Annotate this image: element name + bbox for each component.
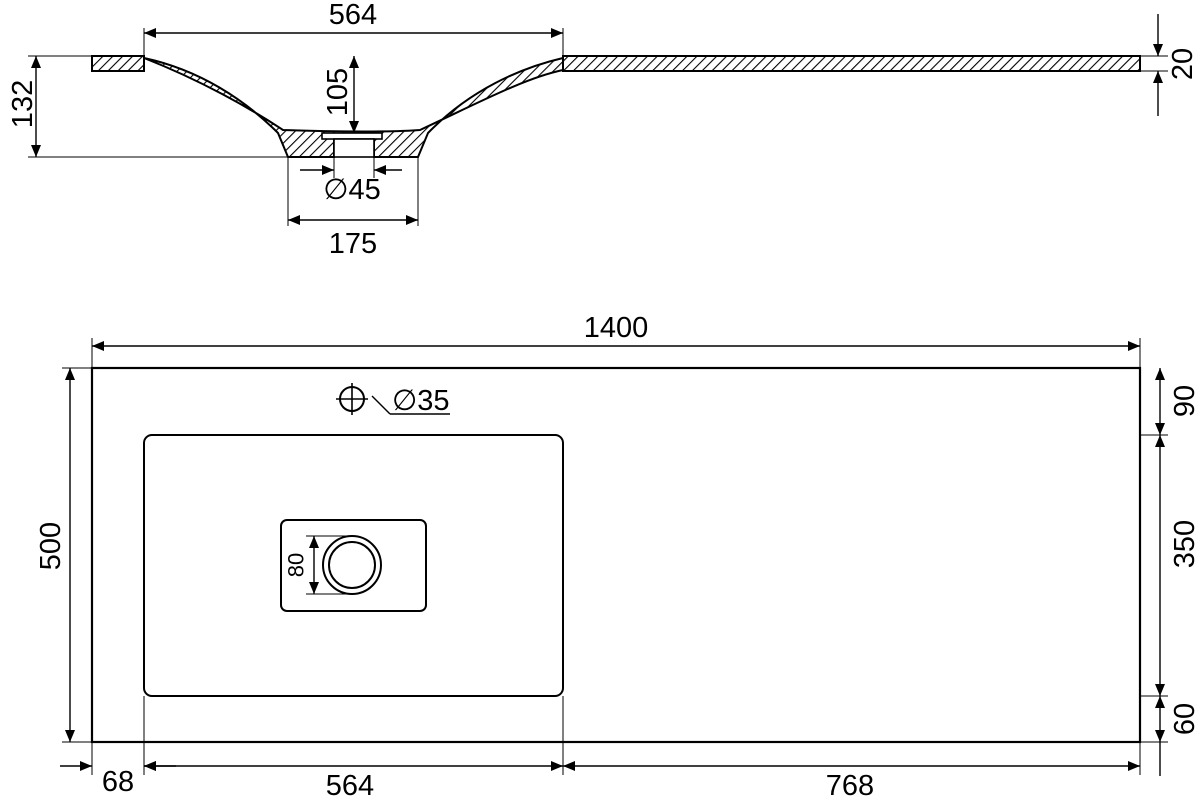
drain-plate	[280, 519, 427, 612]
dim-total-length: 1400	[584, 312, 649, 344]
dim-bowl-width: 564	[329, 0, 377, 31]
drain-pipe	[333, 138, 375, 158]
dim-tap-hole: ∅35	[392, 385, 450, 417]
countertop-outline	[90, 366, 1142, 744]
tap-hole-icon	[336, 383, 368, 415]
leader-tap-hole	[371, 395, 391, 415]
dim-bowl-width-plan: 564	[326, 770, 374, 800]
dim-total-height: 132	[7, 80, 39, 128]
section-view: 564 132 105 20 ∅45 175	[7, 0, 1199, 260]
drain-outer-ring	[322, 535, 382, 595]
dim-right-length: 768	[826, 770, 874, 800]
right-slab-section	[562, 55, 1141, 72]
left-slab-section	[91, 55, 145, 72]
drain-flange	[321, 132, 383, 140]
dim-bottom-width: 175	[329, 228, 377, 260]
dim-back-margin: 90	[1169, 385, 1200, 417]
dim-front-margin: 60	[1169, 703, 1200, 735]
dim-drain-diameter: ∅45	[323, 174, 381, 206]
dim-left-margin: 68	[102, 766, 134, 798]
dim-slab-thickness: 20	[1167, 48, 1199, 80]
bowl-outline	[143, 434, 564, 697]
plan-view: 80 ∅35 1400 500 90 350 60	[35, 312, 1200, 800]
dim-bowl-depth: 105	[322, 68, 354, 116]
dim-right-bowl-depth: 350	[1169, 520, 1200, 568]
dim-drain-size: 80	[284, 553, 309, 577]
drain-inner-ring	[328, 541, 376, 589]
dim-total-depth: 500	[35, 522, 67, 570]
